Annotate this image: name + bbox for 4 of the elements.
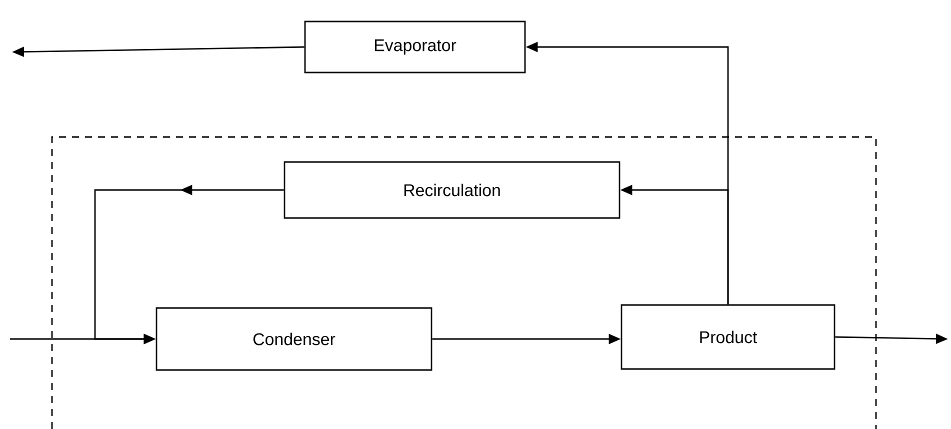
process-box: Recirculation xyxy=(284,161,620,219)
process-box: Product xyxy=(620,304,836,370)
process-box: Evaporator xyxy=(304,20,526,74)
process-box: Condenser xyxy=(156,307,432,371)
